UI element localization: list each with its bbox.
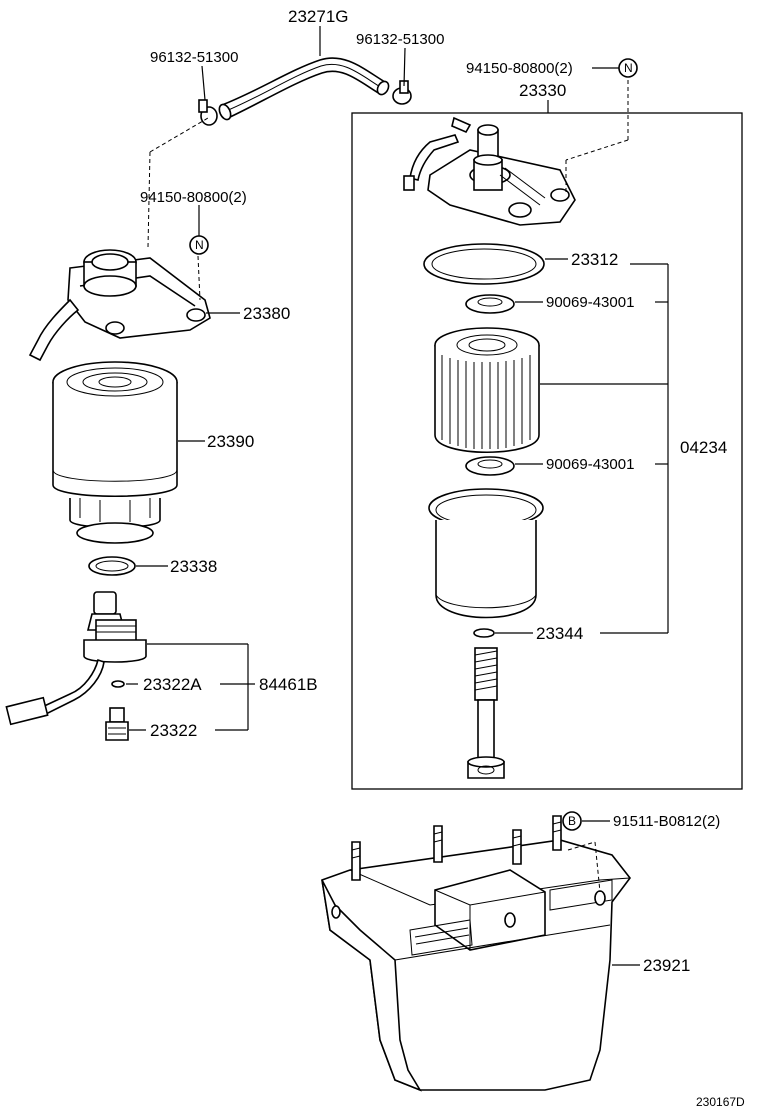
label-gasket-left: 23338 <box>170 557 217 576</box>
gasket-right <box>423 243 545 285</box>
mounting-bracket <box>321 839 632 1092</box>
label-clip-left: 96132-51300 <box>150 49 238 66</box>
bracket-bolts <box>351 815 562 881</box>
label-sensor: 23322 <box>150 721 197 740</box>
center-bolt <box>467 647 505 779</box>
filter-cartridge-left <box>52 361 178 544</box>
label-hose: 23271G <box>288 7 349 26</box>
label-sensor-oring: 23322A <box>143 675 202 694</box>
assembly-frame <box>351 112 743 790</box>
filter-head-right <box>403 116 576 226</box>
element-pleats <box>441 355 531 449</box>
filter-bowl <box>428 488 544 619</box>
oring-lower <box>465 456 515 476</box>
label-bolt-top: 94150-80800(2) <box>466 60 573 77</box>
gasket-left <box>88 556 136 576</box>
label-bracket: 23921 <box>643 956 690 975</box>
label-sensor-assy: 84461B <box>259 675 318 694</box>
sensor-oring <box>111 680 125 688</box>
label-bolt-left: 94150-80800(2) <box>140 189 247 206</box>
label-filter-head-left: 23380 <box>243 304 290 323</box>
bolt-mark-left-letter: N <box>195 238 204 252</box>
fuel-hose <box>218 57 390 121</box>
hose-clip-right <box>392 80 412 105</box>
water-sensor <box>5 591 147 726</box>
oring-small <box>473 628 495 638</box>
label-element: 04234 <box>680 438 727 457</box>
label-clip-right: 96132-51300 <box>356 31 444 48</box>
bolt-mark-top-letter: N <box>624 61 633 75</box>
filter-element <box>434 327 540 453</box>
label-oring-upper: 90069-43001 <box>546 294 634 311</box>
sensor-plug <box>105 707 129 741</box>
drawing-number: 230167D <box>696 1095 745 1109</box>
bolt-mark-bracket <box>562 811 582 831</box>
bolt-mark-bracket-letter: B <box>568 814 576 828</box>
hose-clip-left <box>198 99 218 126</box>
label-bolt-bracket: 91511-B0812(2) <box>613 813 720 830</box>
label-filter-left: 23390 <box>207 432 254 451</box>
oring-upper <box>465 294 515 314</box>
label-head-assy: 23330 <box>519 81 566 100</box>
filter-head-left <box>28 249 211 362</box>
label-oring-lower: 90069-43001 <box>546 456 634 473</box>
label-gasket-right: 23312 <box>571 250 618 269</box>
label-oring-small: 23344 <box>536 624 583 643</box>
